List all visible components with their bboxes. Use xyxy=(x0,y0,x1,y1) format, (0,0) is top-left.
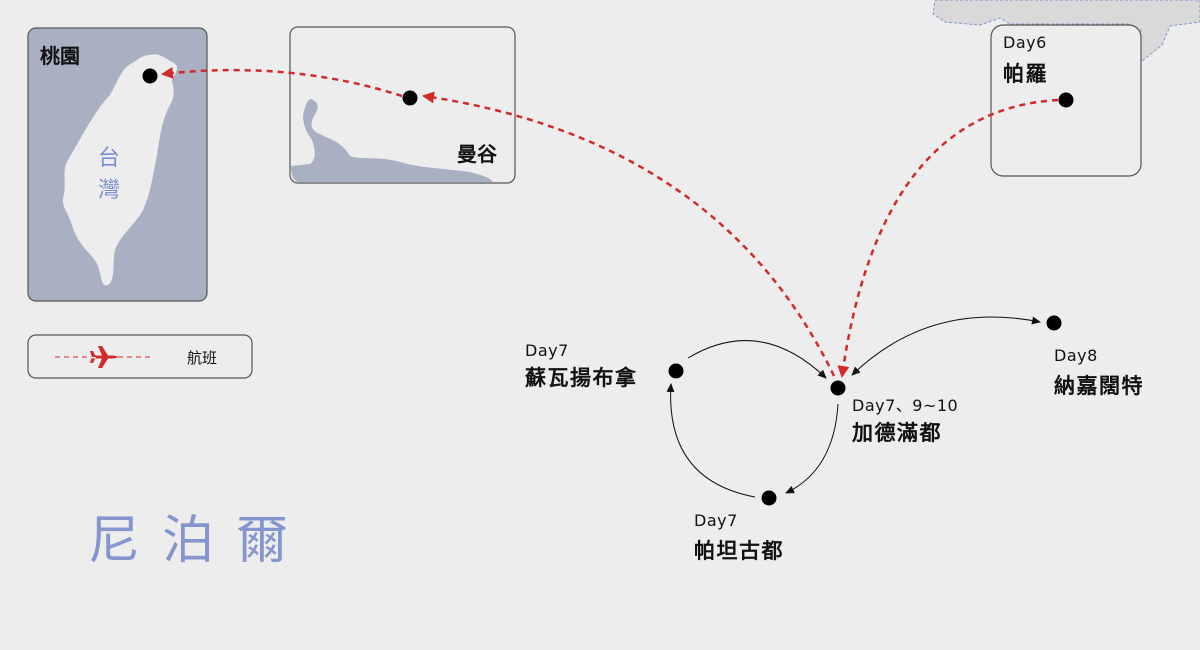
flight-bangkok-taoyuan xyxy=(161,66,403,98)
bangkok-label: 曼谷 xyxy=(457,142,497,166)
route-sauraha-kathmandu xyxy=(687,340,827,379)
patan-day: Day7 xyxy=(694,511,738,530)
dot-paro[interactable] xyxy=(1058,92,1074,108)
dot-bangkok[interactable] xyxy=(402,90,418,106)
paro-label: 帕羅 xyxy=(1003,62,1048,86)
flight-paro-kathmandu xyxy=(837,98,1059,378)
legend xyxy=(27,334,253,379)
route-kathmandu-nagarkot xyxy=(851,316,1041,376)
sauraha-label: 蘇瓦揚布拿 xyxy=(525,366,638,390)
taiwan-inset xyxy=(27,27,208,302)
taiwan-label-1: 台 xyxy=(98,146,121,171)
legend-flight-label: 航班 xyxy=(187,349,218,367)
kathmandu-label: 加德滿都 xyxy=(852,421,942,445)
dot-patan[interactable] xyxy=(761,490,777,506)
nagarkot-label: 納嘉闊特 xyxy=(1054,374,1144,398)
airplane-icon xyxy=(90,346,118,368)
country-label: 尼泊爾 xyxy=(88,511,311,571)
dot-kathmandu[interactable] xyxy=(830,380,846,396)
patan-label: 帕坦古都 xyxy=(694,539,784,563)
bangkok-inset xyxy=(289,26,516,184)
route-kathmandu-patan xyxy=(785,403,839,494)
dot-taoyuan[interactable] xyxy=(142,68,158,84)
dot-nagarkot[interactable] xyxy=(1046,315,1062,331)
taiwan-island xyxy=(62,54,178,286)
nagarkot-day: Day8 xyxy=(1054,346,1098,365)
paro-day: Day6 xyxy=(1003,33,1047,52)
sauraha-day: Day7 xyxy=(525,341,569,360)
dot-sauraha[interactable] xyxy=(668,363,684,379)
bangkok-coast xyxy=(291,99,493,182)
flight-kathmandu-bangkok xyxy=(422,91,836,377)
neighbor-land xyxy=(932,0,1200,64)
route-patan-sauraha xyxy=(666,383,756,498)
kathmandu-day: Day7、9~10 xyxy=(852,396,959,415)
taoyuan-label: 桃園 xyxy=(40,44,80,68)
taiwan-label-2: 灣 xyxy=(98,178,121,203)
